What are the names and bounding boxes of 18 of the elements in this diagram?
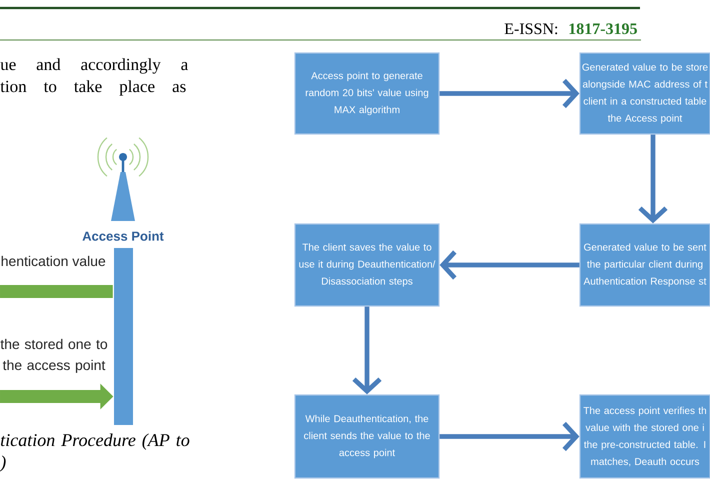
process-box: The client saves the value to use it during Deauthentication/ Disassociation steps [294, 223, 440, 307]
issn-label: E-ISSN: [504, 23, 558, 34]
arrow [440, 78, 580, 108]
node-heading: Access Point [82, 231, 164, 241]
arrow [440, 422, 580, 452]
process-box: While Deauthentication, the client sends the value to the access point [294, 394, 440, 479]
arrow [440, 250, 580, 280]
process-box: The access point verifies th value with the stored one i the pre-constructed table. I matches, Deauth occurs [579, 394, 710, 479]
body-text: ue and accordingly a tion to take place as [0, 58, 188, 96]
edge-label: hentication value [0, 255, 106, 267]
process-box: Generated value to be store alongside MAC address of t client in a constructed table the Access point [579, 52, 710, 135]
arrow [638, 134, 668, 224]
edge-label: the stored one to the access point [0, 338, 110, 374]
issn-number: 1817-3195 [569, 23, 637, 34]
process-box: Access point to generate random 20 bits' value using MAX algorithm [294, 52, 440, 135]
arrow [352, 306, 382, 394]
process-box: Generated value to be sent the particular client during Authentication Response st [579, 223, 710, 307]
connector-line [0, 285, 113, 298]
